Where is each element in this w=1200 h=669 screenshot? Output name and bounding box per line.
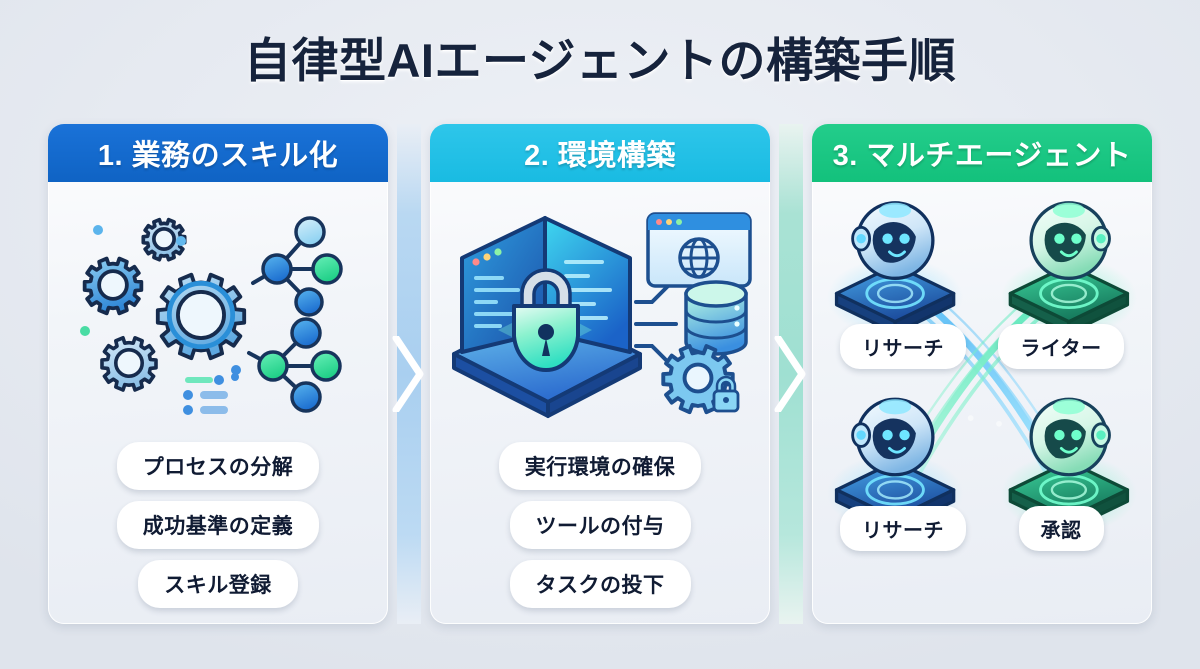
step-card-1[interactable]: 1. 業務のスキル化: [48, 124, 388, 624]
step-3-header: 3. マルチエージェント: [812, 124, 1152, 182]
pill-item[interactable]: ツールの付与: [509, 501, 691, 549]
step-1-illustration: [48, 182, 388, 442]
connector-2-to-3: [770, 124, 812, 624]
agent-label[interactable]: ライター: [998, 324, 1124, 369]
step-card-2[interactable]: 2. 環境構築: [430, 124, 770, 624]
database-icon: [684, 280, 748, 356]
step-3-illustration: リサーチ ライター リサーチ 承認: [812, 182, 1152, 624]
agent-grid: リサーチ ライター リサーチ 承認: [812, 182, 1152, 624]
pill-item[interactable]: プロセスの分解: [116, 442, 320, 490]
secure-environment-icon: [452, 212, 752, 418]
title-bar: 自律型AIエージェントの構築手順: [0, 0, 1200, 112]
page-title: 自律型AIエージェントの構築手順: [243, 33, 957, 87]
step-1-pill-list: プロセスの分解 成功基準の定義 スキル登録: [48, 442, 388, 624]
chevron-right-icon: [774, 336, 806, 412]
step-1-header: 1. 業務のスキル化: [48, 124, 388, 182]
pill-item[interactable]: 実行環境の確保: [498, 442, 702, 490]
agent-label[interactable]: リサーチ: [840, 506, 966, 551]
step-2-illustration: [430, 182, 770, 442]
list-glyph: [183, 364, 241, 415]
step-card-3[interactable]: 3. マルチエージェント: [812, 124, 1152, 624]
browser-globe-icon: [646, 212, 752, 288]
connector-1-to-2: [388, 124, 430, 624]
gears-network-icon: [80, 215, 343, 415]
pill-item[interactable]: タスクの投下: [509, 560, 691, 608]
steps-rail: 1. 業務のスキル化: [48, 124, 1152, 624]
pill-item[interactable]: 成功基準の定義: [116, 501, 320, 549]
step-2-pill-list: 実行環境の確保 ツールの付与 タスクの投下: [430, 442, 770, 624]
agent-label[interactable]: リサーチ: [840, 324, 966, 369]
chevron-right-icon: [392, 336, 424, 412]
pill-item[interactable]: スキル登録: [138, 560, 298, 608]
agent-label[interactable]: 承認: [1018, 506, 1104, 551]
step-2-header: 2. 環境構築: [430, 124, 770, 182]
